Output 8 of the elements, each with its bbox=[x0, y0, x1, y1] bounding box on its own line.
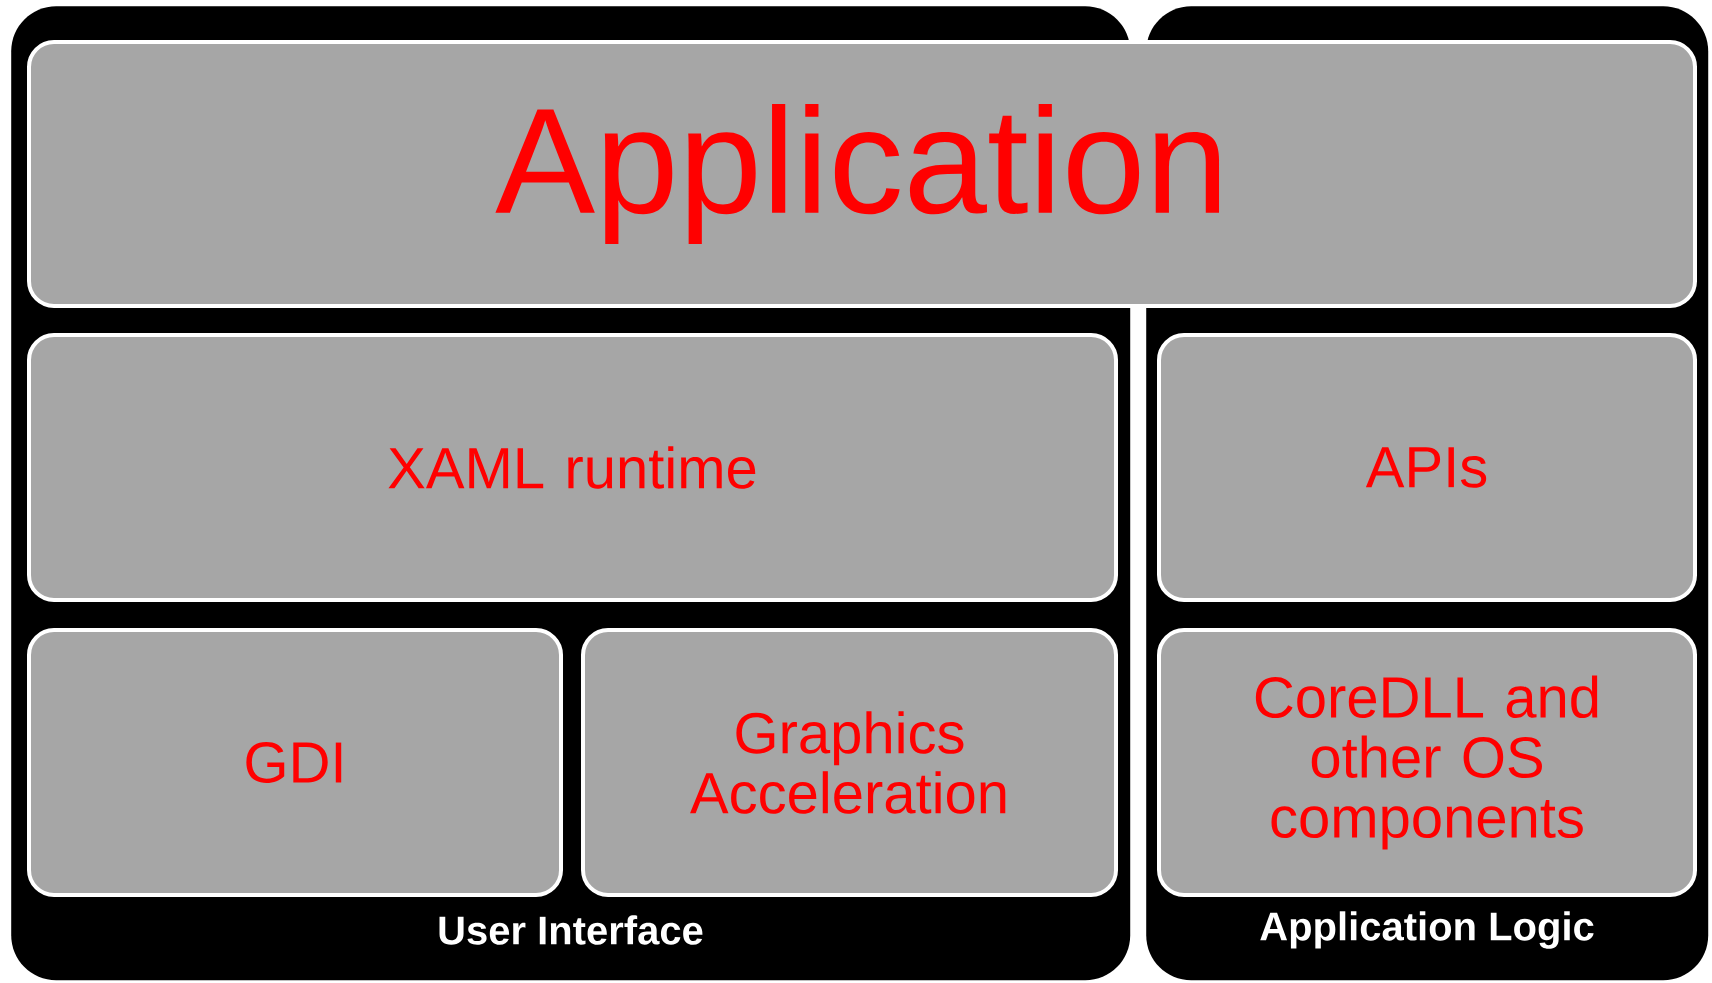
layer-box: Graphics Acceleration bbox=[581, 628, 1118, 897]
layer-box: GDI bbox=[27, 628, 563, 897]
panel-label: User Interface bbox=[439, 915, 703, 945]
layer-box: XAML runtime bbox=[27, 333, 1118, 602]
panel-label: Application Logic bbox=[1260, 911, 1594, 949]
layer-box: CoreDLL and other OS components bbox=[1157, 628, 1697, 897]
layer-box: Application bbox=[27, 40, 1697, 308]
layer-box: APIs bbox=[1157, 333, 1697, 602]
